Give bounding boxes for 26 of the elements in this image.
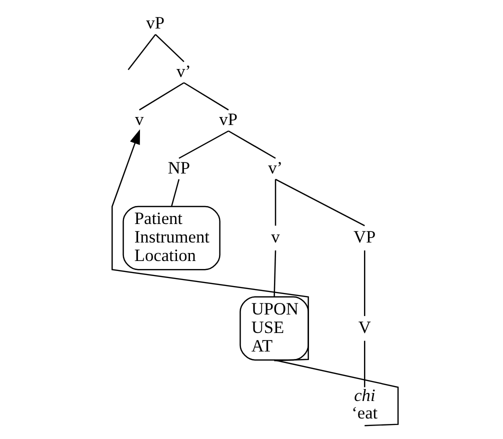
connector	[364, 250, 365, 316]
connector	[274, 359, 398, 426]
arrow	[111, 129, 308, 362]
node-text: NP	[167, 158, 190, 178]
connector	[183, 82, 228, 110]
connector	[178, 130, 228, 159]
node-text: v	[134, 110, 144, 130]
node-text: V	[358, 318, 370, 337]
node-text: vP	[146, 14, 164, 33]
node-text: VP	[352, 228, 376, 247]
node-box: UPON USE AT	[239, 296, 308, 361]
connector	[364, 340, 365, 388]
node-text: vP	[218, 110, 237, 130]
connector	[154, 34, 184, 62]
connector	[127, 34, 156, 70]
node-text: v’	[268, 158, 282, 178]
node-text: v	[270, 228, 280, 247]
connector	[138, 82, 184, 110]
node-text: v’	[176, 62, 190, 81]
node-box: Patient Instrument Location	[122, 206, 220, 270]
connector	[228, 130, 276, 159]
connector	[170, 179, 180, 207]
node-text: chi ‘eat	[351, 386, 378, 422]
connector	[274, 179, 276, 226]
connector	[273, 250, 276, 297]
connector	[274, 178, 364, 226]
